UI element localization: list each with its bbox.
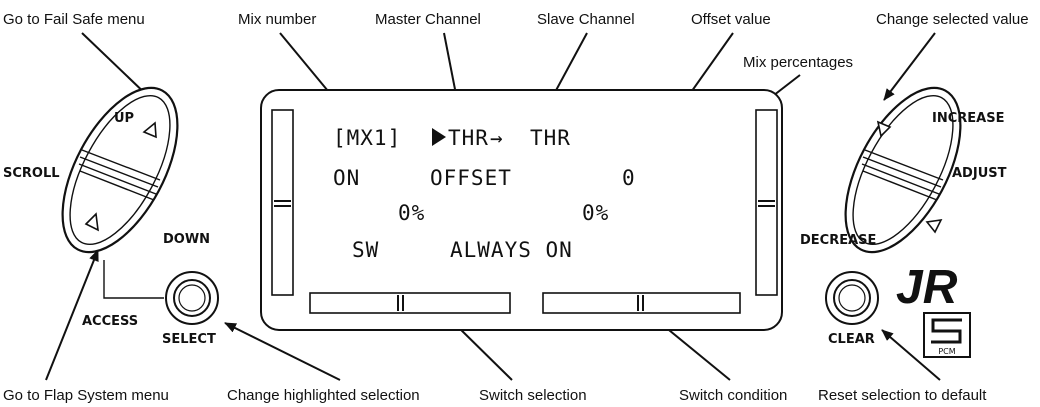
callout-mix-number: Mix number: [238, 11, 316, 28]
select-label: SELECT: [162, 332, 216, 347]
lcd-switch-condition[interactable]: ALWAYS ON: [450, 238, 573, 262]
scroll-label: SCROLL: [3, 166, 60, 181]
access-label: ACCESS: [82, 314, 138, 329]
lcd-slave-channel[interactable]: THR: [530, 126, 571, 150]
callout-offset-value: Offset value: [691, 11, 771, 28]
callout-fail-safe: Go to Fail Safe menu: [3, 11, 145, 28]
right-trim-bar: [756, 110, 777, 295]
lcd-mix-number: [MX1]: [333, 126, 401, 150]
select-button[interactable]: [166, 272, 218, 324]
pcm-badge: PCM: [924, 313, 970, 357]
decrease-label: DECREASE: [800, 233, 876, 248]
up-label: UP: [114, 111, 134, 126]
lcd-pct-left[interactable]: 0%: [398, 201, 425, 225]
callout-master-channel: Master Channel: [375, 11, 481, 28]
clear-button[interactable]: [826, 272, 878, 324]
callout-change-highlighted: Change highlighted selection: [227, 387, 420, 404]
lcd-switch[interactable]: SW: [352, 238, 379, 262]
bottom-right-trim-bar: [543, 293, 740, 313]
lcd-offset-label: OFFSET: [430, 166, 512, 190]
arrow-change-highlighted: [225, 323, 340, 380]
lcd-pct-right[interactable]: 0%: [582, 201, 609, 225]
decrease-triangle-icon[interactable]: [927, 220, 941, 232]
lcd-offset-value[interactable]: 0: [622, 166, 636, 190]
lcd-master-channel[interactable]: THR: [448, 126, 489, 150]
callout-switch-condition: Switch condition: [679, 387, 787, 404]
callout-mix-percentages: Mix percentages: [743, 54, 853, 71]
callout-switch-selection: Switch selection: [479, 387, 587, 404]
down-label: DOWN: [163, 232, 210, 247]
callout-flap-menu: Go to Flap System menu: [3, 387, 169, 404]
lcd-on-state[interactable]: ON: [333, 166, 360, 190]
pcm-badge-text: PCM: [938, 347, 955, 356]
left-trim-bar: [272, 110, 293, 295]
adjust-label: ADJUST: [952, 166, 1007, 181]
callout-slave-channel: Slave Channel: [537, 11, 635, 28]
jr-logo: JR: [896, 261, 958, 314]
arrow-right-icon: →: [490, 126, 504, 150]
increase-label: INCREASE: [932, 111, 1004, 126]
callout-reset-default: Reset selection to default: [818, 387, 987, 404]
clear-label: CLEAR: [828, 332, 875, 347]
callout-change-value: Change selected value: [876, 11, 1029, 28]
access-connector: [104, 260, 164, 298]
bottom-left-trim-bar: [310, 293, 510, 313]
